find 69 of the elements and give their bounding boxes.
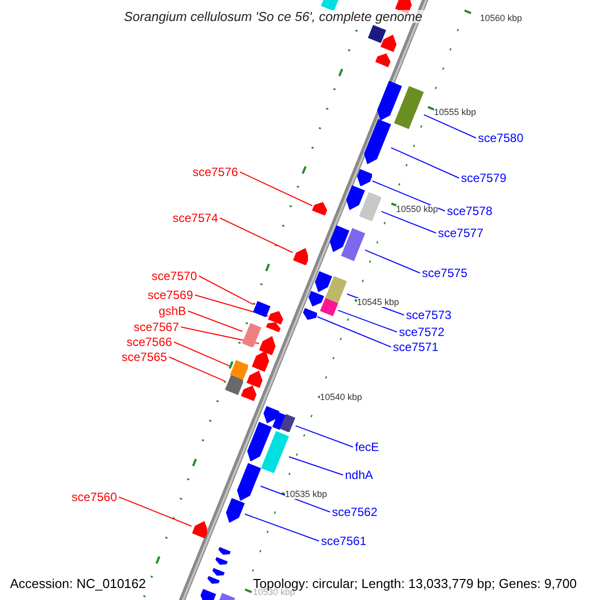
leader-line: [168, 356, 225, 382]
gene-symbol: [280, 414, 296, 432]
gene-label: sce7561: [321, 534, 366, 548]
gene-symbol: [312, 202, 328, 216]
leader-line: [118, 496, 192, 527]
gene-label: sce7574: [172, 211, 218, 225]
gene-label: sce7579: [461, 171, 506, 185]
gene-symbol: [259, 336, 276, 355]
leader-line: [390, 147, 460, 178]
kbp-label: 10555 kbp: [434, 108, 476, 117]
leader-line: [188, 310, 243, 332]
gene-symbol: [226, 498, 245, 524]
accession-text: Accession: NC_010162: [10, 577, 146, 590]
gene-label: sce7580: [478, 131, 524, 145]
leader-line: [260, 486, 330, 512]
leader-line: [288, 456, 344, 476]
gene-label: sce7560: [72, 490, 117, 504]
kbp-label: 10560 kbp: [480, 14, 522, 23]
leader-line: [364, 250, 420, 274]
gene-label: sce7578: [447, 204, 492, 218]
kbp-label: 10545 kbp: [357, 298, 400, 307]
leader-line: [220, 218, 293, 253]
kbp-label: 10550 kbp: [396, 205, 438, 214]
leader-line: [240, 172, 313, 206]
gene-symbol: [325, 276, 347, 304]
gene-symbol: [242, 322, 262, 348]
gene-symbol: [253, 300, 271, 318]
gene-symbol: [292, 248, 308, 266]
gene-label: ndhA: [345, 468, 374, 482]
leader-line: [194, 294, 269, 317]
gene-symbol: [394, 86, 424, 130]
kbp-label: 10540 kbp: [320, 393, 362, 402]
genome-info-text: Topology: circular; Length: 13,033,779 bp; Genes: 9,700: [253, 577, 577, 590]
gene-label: sce7573: [406, 308, 452, 322]
gene-symbol: [340, 228, 366, 262]
gene-label: sce7577: [438, 226, 484, 240]
leader-line: [380, 210, 436, 234]
leader-line: [316, 316, 392, 348]
gene-label: sce7571: [393, 340, 438, 354]
gene-symbol: [268, 311, 284, 326]
leader-line: [174, 342, 230, 366]
gene-label: sce7572: [399, 325, 444, 339]
gene-label: sce7569: [148, 288, 193, 302]
gene-symbol: [224, 374, 244, 396]
leader-line: [338, 310, 398, 332]
gene-symbol: [358, 192, 382, 222]
gene-symbol: [230, 360, 248, 380]
kbp-label: 10535 kbp: [285, 490, 328, 499]
gene-label: fecE: [355, 440, 380, 454]
gene-label: sce7565: [122, 350, 167, 364]
leader-line: [198, 276, 254, 305]
leader-line: [423, 114, 476, 138]
gene-label: sce7575: [422, 266, 468, 280]
gene-label: sce7567: [134, 320, 179, 334]
gene-symbol: [236, 462, 261, 501]
gene-label: sce7562: [332, 505, 378, 519]
gene-symbol: [364, 119, 392, 164]
gene-label: gshB: [158, 304, 186, 318]
leader-line: [372, 180, 446, 212]
gene-symbol: [320, 298, 338, 316]
gene-symbol: [356, 168, 372, 186]
kbp-label: 10530 kbp: [253, 588, 296, 597]
gene-symbol: [192, 520, 208, 538]
gene-label: sce7566: [126, 335, 172, 349]
leader-line: [244, 514, 320, 542]
gene-symbol: [261, 430, 289, 474]
gene-label: sce7576: [192, 165, 238, 179]
gene-label: sce7570: [152, 269, 197, 283]
gene-symbol: [302, 308, 318, 320]
